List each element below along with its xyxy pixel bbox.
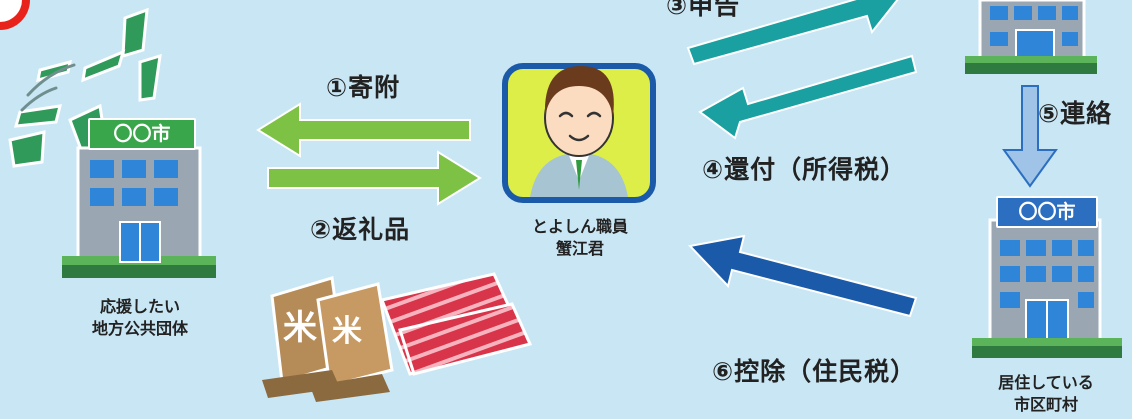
arrow-tax-filing [686,0,899,66]
rice-mark: 米 [283,308,317,348]
arrow-donation [256,102,471,158]
step-refund-label: ④還付（所得税） [702,155,907,184]
arrow-deduction [688,234,918,318]
step-contact-label: ⑤連絡 [1038,99,1113,128]
caption-line: 地方公共団体 [91,319,188,338]
caption-line: とよしん職員 [531,217,628,236]
arrow-return-gift [267,150,482,206]
staff-caption: とよしん職員 蟹江君 [500,216,660,260]
local-government-building [62,146,216,278]
arrow-refund [698,54,918,140]
local-government-sign: 〇〇市 [88,118,196,150]
gift-rice-bags-illustration [262,276,394,402]
local-government-caption: 応援したい 地方公共団体 [60,296,220,340]
corner-badge [0,0,30,30]
caption-line: 蟹江君 [555,239,604,258]
gift-meat-illustration [379,272,533,376]
step-deduction-label: ⑥控除（住民税） [712,357,917,386]
step-tax-filing-label: ③申告 [666,0,741,20]
step-return-gift-label: ②返礼品 [310,215,411,244]
step-donation-label: ①寄附 [326,73,401,102]
tax-office-building [965,0,1097,74]
caption-line: 市区町村 [1013,395,1078,414]
residence-municipality-sign: 〇〇市 [996,196,1098,228]
wind-lines-decoration [20,63,76,112]
residence-municipality-caption: 居住している 市区町村 [966,372,1126,416]
staff-avatar [502,63,656,203]
caption-line: 応援したい [99,297,180,316]
residence-municipality-building [972,218,1122,358]
rice-mark: 米 [332,314,362,349]
caption-line: 居住している [998,373,1094,392]
arrow-contact [1002,85,1058,188]
